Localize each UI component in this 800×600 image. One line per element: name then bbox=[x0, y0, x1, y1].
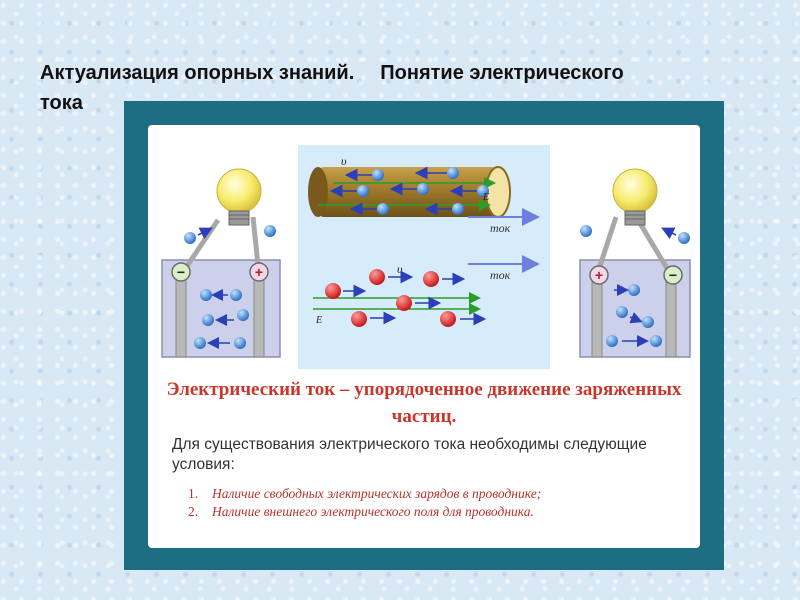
electron bbox=[477, 185, 489, 197]
electron bbox=[642, 316, 654, 328]
positive-terminal bbox=[589, 265, 609, 285]
negative-terminal bbox=[663, 265, 683, 285]
positive-ion bbox=[423, 271, 439, 287]
electron bbox=[264, 225, 276, 237]
condition-text: Наличие внешнего электрического поля для… bbox=[212, 504, 534, 519]
electron bbox=[372, 169, 384, 181]
left-circuit: − + bbox=[161, 168, 281, 358]
electron bbox=[447, 167, 459, 179]
bulb-icon bbox=[612, 168, 658, 214]
slide-title: Актуализация опорных знаний.Понятие элек… bbox=[40, 58, 640, 118]
electron bbox=[606, 335, 618, 347]
slide-title-part2: Понятие электрического тока bbox=[40, 62, 624, 114]
svg-text:+: + bbox=[595, 267, 603, 283]
positive-ion bbox=[351, 311, 367, 327]
positive-ion bbox=[325, 283, 341, 299]
positive-ion bbox=[369, 269, 385, 285]
svg-text:−: − bbox=[669, 267, 677, 283]
electron bbox=[200, 289, 212, 301]
electron bbox=[230, 289, 242, 301]
current-label: ток bbox=[490, 221, 511, 235]
positive-terminal bbox=[249, 262, 269, 282]
electron bbox=[237, 309, 249, 321]
current-definition: Электрический ток – упорядоченное движен… bbox=[166, 379, 682, 427]
electron bbox=[417, 183, 429, 195]
electron bbox=[580, 225, 592, 237]
electron bbox=[650, 335, 662, 347]
condition-number: 2. bbox=[188, 504, 199, 519]
metal-conductor bbox=[308, 166, 511, 218]
slide-title-part1: Актуализация опорных знаний. bbox=[40, 62, 355, 84]
content-frame: υ E ток ток υ E bbox=[124, 101, 724, 570]
condition-text: Наличие свободных электрических зарядов … bbox=[212, 486, 542, 501]
conditions-intro: Для существования электрического тока не… bbox=[172, 436, 647, 473]
negative-terminal bbox=[171, 262, 191, 282]
electron bbox=[377, 203, 389, 215]
electron bbox=[357, 185, 369, 197]
condition-item: 2. Наличие внешнего электрического поля д… bbox=[188, 503, 688, 521]
current-diagram: υ E ток ток υ E bbox=[161, 145, 691, 369]
electron bbox=[184, 232, 196, 244]
positive-ion bbox=[396, 295, 412, 311]
svg-text:−: − bbox=[177, 264, 185, 280]
content-panel: υ E ток ток υ E bbox=[148, 125, 700, 548]
electron bbox=[452, 203, 464, 215]
svg-text:+: + bbox=[255, 264, 263, 280]
velocity-label-bottom: υ bbox=[397, 262, 403, 276]
positive-ion bbox=[440, 311, 456, 327]
electron bbox=[234, 337, 246, 349]
conditions-list: 1. Наличие свободных электрических зарядо… bbox=[188, 485, 688, 521]
electron bbox=[628, 284, 640, 296]
conductor-electrons bbox=[329, 166, 489, 216]
electron bbox=[194, 337, 206, 349]
positive-ions bbox=[325, 269, 487, 327]
current-label: ток bbox=[490, 268, 511, 282]
field-label-bottom: E bbox=[315, 315, 322, 326]
bulb-icon bbox=[216, 168, 262, 214]
field-label-top: E bbox=[482, 192, 489, 203]
electron bbox=[616, 306, 628, 318]
condition-number: 1. bbox=[188, 486, 199, 501]
right-circuit: + − bbox=[579, 168, 691, 358]
electron bbox=[678, 232, 690, 244]
condition-item: 1. Наличие свободных электрических зарядо… bbox=[188, 485, 688, 503]
electron bbox=[202, 314, 214, 326]
velocity-label-top: υ bbox=[341, 154, 347, 168]
